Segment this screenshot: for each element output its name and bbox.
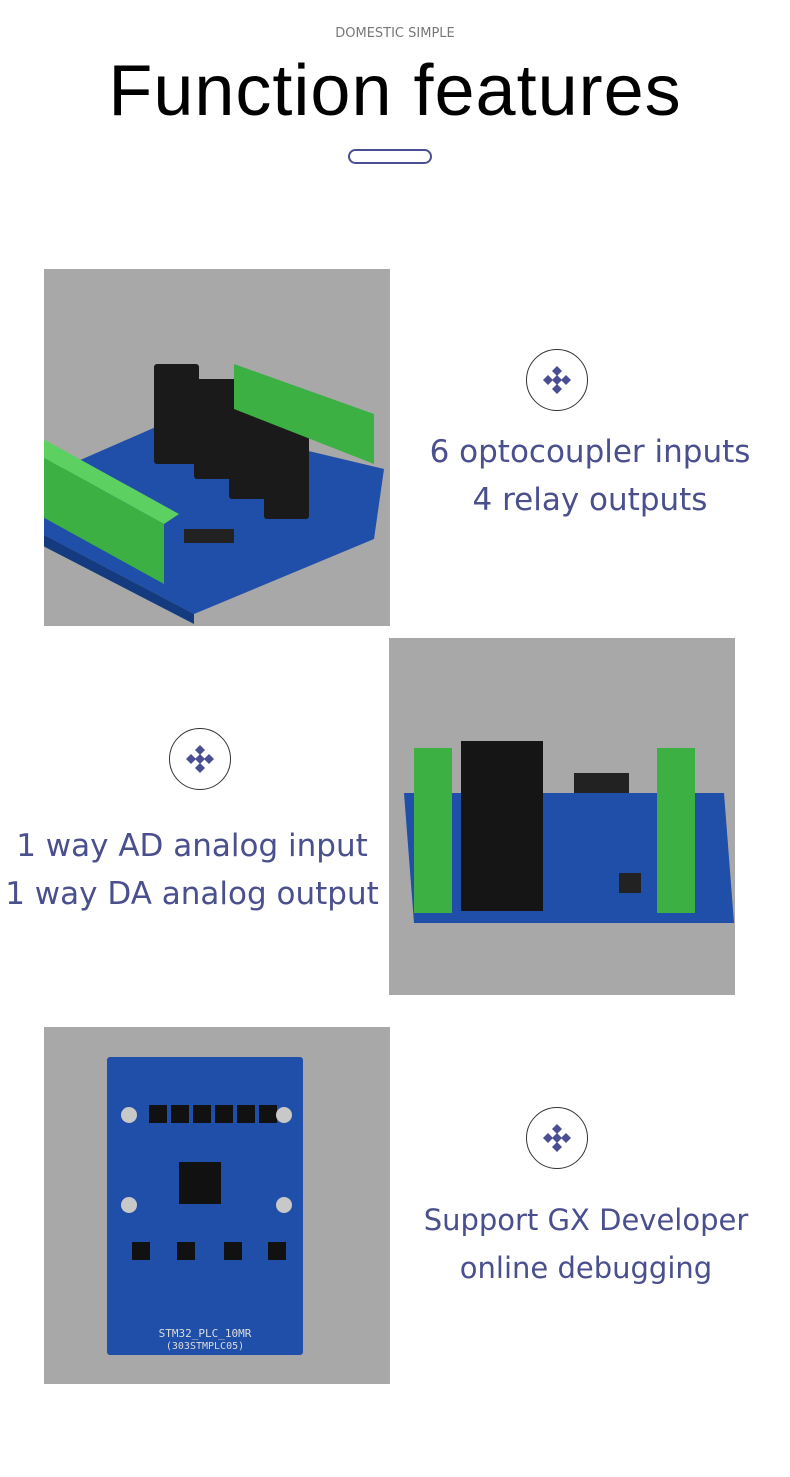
product-image-relay-board xyxy=(14,269,390,626)
title-divider xyxy=(348,149,432,164)
feature-text-debugging: Support GX Developer online debugging xyxy=(386,1196,786,1292)
board-marking: (303STMPLC05) xyxy=(166,1341,244,1352)
diamond-cluster-icon xyxy=(526,1107,588,1169)
section-subtitle: DOMESTIC SIMPLE xyxy=(335,26,455,41)
feature-text-io: 6 optocoupler inputs 4 relay outputs xyxy=(390,428,790,524)
board-marking: STM32_PLC_10MR xyxy=(159,1327,252,1340)
feature-line: Support GX Developer xyxy=(423,1203,749,1237)
feature-line: 1 way AD analog input xyxy=(16,828,368,864)
feature-line: 6 optocoupler inputs xyxy=(429,434,751,470)
feature-line: 4 relay outputs xyxy=(472,482,708,518)
feature-line: online debugging xyxy=(459,1251,713,1285)
product-image-board-bottom: STM32_PLC_10MR (303STMPLC05) xyxy=(44,1027,390,1384)
feature-line: 1 way DA analog output xyxy=(5,876,379,912)
page-title: Function features xyxy=(108,51,682,131)
diamond-cluster-icon xyxy=(526,349,588,411)
feature-text-analog: 1 way AD analog input 1 way DA analog ou… xyxy=(0,822,392,918)
diamond-cluster-icon xyxy=(169,728,231,790)
product-image-board-top xyxy=(389,638,735,995)
